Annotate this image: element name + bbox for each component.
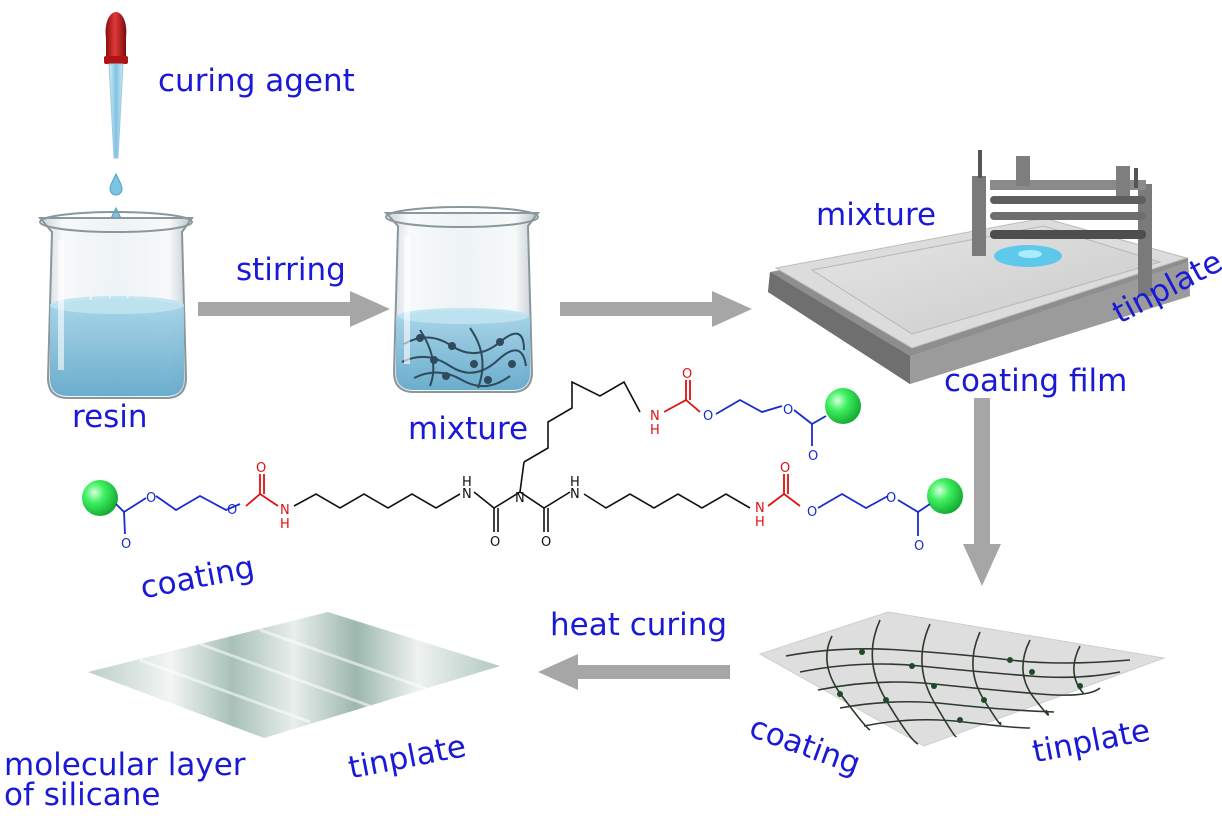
label-molecular-layer-line2: of silicane: [4, 777, 161, 813]
atom-n-left: N: [280, 503, 290, 518]
atom-o-top-carbonyl-red: O: [682, 367, 692, 382]
molecule-structure: O O O O O O O O O O N H O N H O N H H N …: [82, 367, 963, 554]
atom-o-right-ester: O: [886, 491, 896, 506]
atom-n-right: N: [755, 501, 765, 516]
atom-h-biuret-left: H: [462, 475, 472, 490]
arrow-heat-curing: [538, 654, 730, 690]
atom-h-top: H: [650, 423, 660, 438]
arrow-stirring: [198, 291, 390, 327]
atom-n-biuret-right: N: [570, 487, 580, 502]
label-mixture-beaker: mixture: [408, 411, 529, 447]
atom-o-biuret-left: O: [490, 535, 500, 550]
atom-h-right: H: [755, 515, 765, 530]
atom-o-top-ester: O: [783, 403, 793, 418]
end-group-left-icon: [82, 480, 118, 516]
atom-o-left-carbonyl-red: O: [256, 461, 266, 476]
label-heat-curing: heat curing: [550, 607, 728, 643]
label-stirring: stirring: [236, 252, 346, 288]
atom-o-left-ester: O: [146, 491, 156, 506]
dropper-icon: [104, 12, 128, 159]
atom-n-top: N: [650, 409, 660, 424]
atom-o-top-urethane: O: [703, 409, 713, 424]
label-mixture-coater: mixture: [816, 197, 937, 233]
arrow-down: [963, 398, 1001, 586]
atom-o-right-carbonyl: O: [914, 539, 924, 554]
atom-h-biuret-right: H: [570, 475, 580, 490]
label-molecular-layer-line1: molecular layer: [4, 747, 246, 783]
arrow-to-coater: [560, 291, 752, 327]
end-group-right-icon: [927, 478, 963, 514]
mixture-beaker-icon: [383, 206, 541, 393]
atom-o-right-carbonyl-red: O: [780, 461, 790, 476]
label-coating-film: coating film: [944, 363, 1128, 399]
atom-o-top-carbonyl: O: [808, 449, 818, 464]
atom-h-left: H: [280, 517, 290, 532]
atom-n-biuret-center: N: [515, 491, 525, 506]
end-group-top-icon: [825, 388, 861, 424]
film-coater-icon: [768, 150, 1190, 384]
coating-mesh-icon: [758, 611, 1166, 747]
resin-beaker-icon: [37, 211, 194, 399]
label-curing-agent: curing agent: [158, 63, 355, 99]
molecular-layer-icon: [88, 612, 500, 738]
atom-o-right-urethane: O: [807, 505, 817, 520]
atom-n-biuret-left: N: [462, 487, 472, 502]
atom-o-biuret-right: O: [541, 535, 551, 550]
atom-o-left-urethane: O: [227, 503, 237, 518]
label-resin: resin: [72, 399, 148, 435]
atom-o-left-carbonyl: O: [121, 537, 131, 552]
